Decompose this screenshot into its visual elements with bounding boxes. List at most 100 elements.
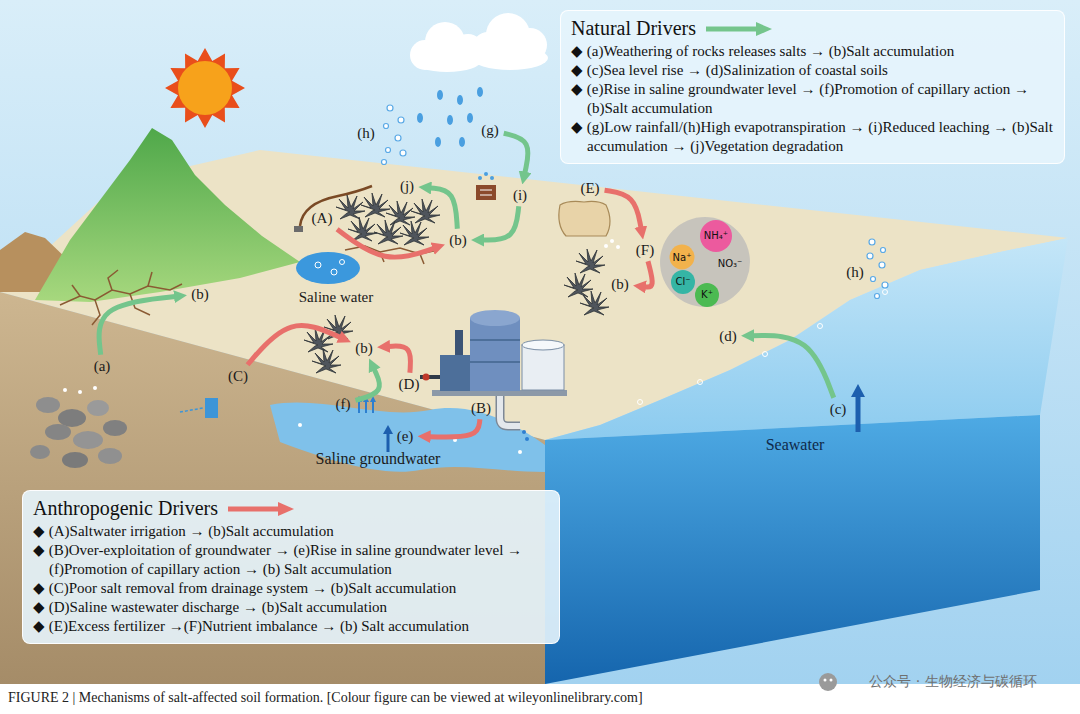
clouds — [410, 13, 548, 72]
heading-arrow-shaft — [228, 506, 280, 511]
rain-gauge-part — [490, 176, 494, 180]
factory-part — [440, 355, 472, 391]
rocks-part — [63, 388, 67, 392]
region-label: Saline groundwater — [316, 450, 441, 468]
callout-text: (i) — [513, 187, 527, 203]
callout-text: (E) — [580, 180, 599, 196]
evaporation-bubbles-part — [882, 282, 888, 288]
rain-gauge-part — [484, 172, 488, 176]
factory-part — [500, 396, 520, 426]
panel-item: ◆ (E)Excess fertilizer →(F)Nutrient imba… — [33, 617, 549, 636]
driver-arrow — [429, 419, 480, 437]
callout-text: (C) — [228, 368, 248, 384]
callout-letter: (f) — [333, 395, 354, 414]
region-label: Seawater — [766, 436, 825, 454]
sea-surface-part — [883, 290, 888, 295]
saline-pond-part — [315, 262, 321, 268]
callout-letter: (b) — [608, 275, 632, 294]
sun-part — [165, 48, 245, 128]
heading-arrow-head — [756, 22, 772, 36]
soil-cracks-part — [108, 270, 118, 290]
soil-cracks-part — [72, 285, 80, 296]
rain-drops-part — [459, 137, 465, 147]
sea-surface-part — [763, 352, 768, 357]
panel-header: Anthropogenic Drivers — [33, 496, 549, 521]
driver-panel: Anthropogenic Drivers◆ (A)Saltwater irri… — [22, 490, 560, 644]
rain-drops-part — [437, 90, 443, 100]
panel-item: ◆ (B)Over-exploitation of groundwater → … — [33, 541, 549, 579]
evaporation-bubbles-part — [387, 105, 393, 111]
rocks-part — [30, 445, 50, 459]
driver-arrow — [356, 369, 380, 400]
panel-header: Natural Drivers — [571, 16, 1054, 41]
callout-letter: (g) — [478, 121, 502, 140]
fertilizer-bag — [559, 201, 620, 249]
rise-arrows-part — [358, 401, 360, 413]
ion-label: Cl⁻ — [675, 277, 690, 287]
rise-arrows-part — [383, 425, 393, 434]
sky-background-part — [0, 0, 1080, 684]
callout-text: (d) — [719, 328, 737, 344]
evaporation-bubbles-part — [395, 135, 401, 141]
rain-gauge-part — [476, 185, 496, 200]
rain-drops-part — [417, 113, 423, 123]
rocks-part — [103, 420, 127, 436]
rain-gauge-part — [480, 190, 492, 191]
driver-arrow — [753, 336, 834, 398]
plants-part — [374, 220, 403, 244]
factory-part — [522, 345, 564, 390]
figure-caption: FIGURE 2 | Mechanisms of salt-affected s… — [8, 690, 643, 706]
callout-letter: (c) — [827, 400, 850, 419]
drain-outlet-part — [205, 398, 218, 418]
callout-letter: (F) — [633, 241, 657, 260]
rocks-part — [98, 448, 122, 464]
evaporation-bubbles-part — [400, 150, 406, 156]
callout-text: (e) — [397, 428, 414, 444]
heading-arrow — [706, 22, 772, 36]
heading-arrow-head — [278, 502, 294, 516]
driver-arrow — [99, 297, 175, 355]
callout-letter: (B) — [468, 399, 494, 418]
ion-circle: K⁺ — [695, 283, 719, 307]
clouds-part — [412, 48, 482, 72]
region-label: Saline water — [299, 289, 374, 306]
callout-text: (F) — [636, 242, 654, 258]
factory-part — [522, 430, 526, 434]
factory-part — [423, 374, 430, 381]
rise-arrows-part — [372, 401, 374, 413]
mountain-part — [35, 128, 300, 302]
plants-part — [576, 249, 605, 273]
sun-part — [178, 61, 232, 115]
evaporation-bubbles-part — [384, 124, 389, 129]
rain-gauge-part — [478, 176, 482, 180]
rocks-part — [73, 431, 103, 449]
saline-pond-part — [331, 269, 337, 275]
rocks-part — [36, 397, 60, 413]
callout-letter: (j) — [397, 177, 417, 196]
plants-part — [312, 349, 341, 373]
plants-part — [564, 273, 593, 297]
ion-circle: Na⁺ — [670, 245, 695, 270]
rocks-part — [58, 409, 86, 427]
callout-letter: (h) — [354, 124, 378, 143]
plants-part — [400, 221, 429, 245]
sea-surface-part — [818, 324, 823, 329]
saline-pond-part — [296, 252, 360, 284]
watermark-icon-part — [830, 679, 833, 682]
fertilizer-bag-part — [604, 244, 608, 248]
factory-part — [470, 361, 520, 363]
evaporation-bubbles-part — [398, 117, 404, 123]
sea-surface-part — [545, 415, 1040, 684]
callout-letter: (d) — [716, 327, 740, 346]
ion-circle: NH₄⁺ — [700, 220, 732, 252]
panel-item: ◆ (D)Saline wastewater discharge → (b)Sa… — [33, 598, 549, 617]
callout-letter: (b) — [352, 339, 376, 358]
panel-item: ◆ (A)Saltwater irrigation → (b)Salt accu… — [33, 522, 549, 541]
rain-gauge-part — [480, 195, 492, 196]
soil-cross-section-part — [298, 423, 302, 427]
factory — [420, 310, 567, 441]
callout-text: (g) — [481, 122, 499, 138]
driver-arrow — [248, 326, 341, 365]
panel-item: ◆ (c)Sea level rise → (d)Salinization of… — [571, 61, 1054, 80]
plants-part — [580, 291, 609, 315]
